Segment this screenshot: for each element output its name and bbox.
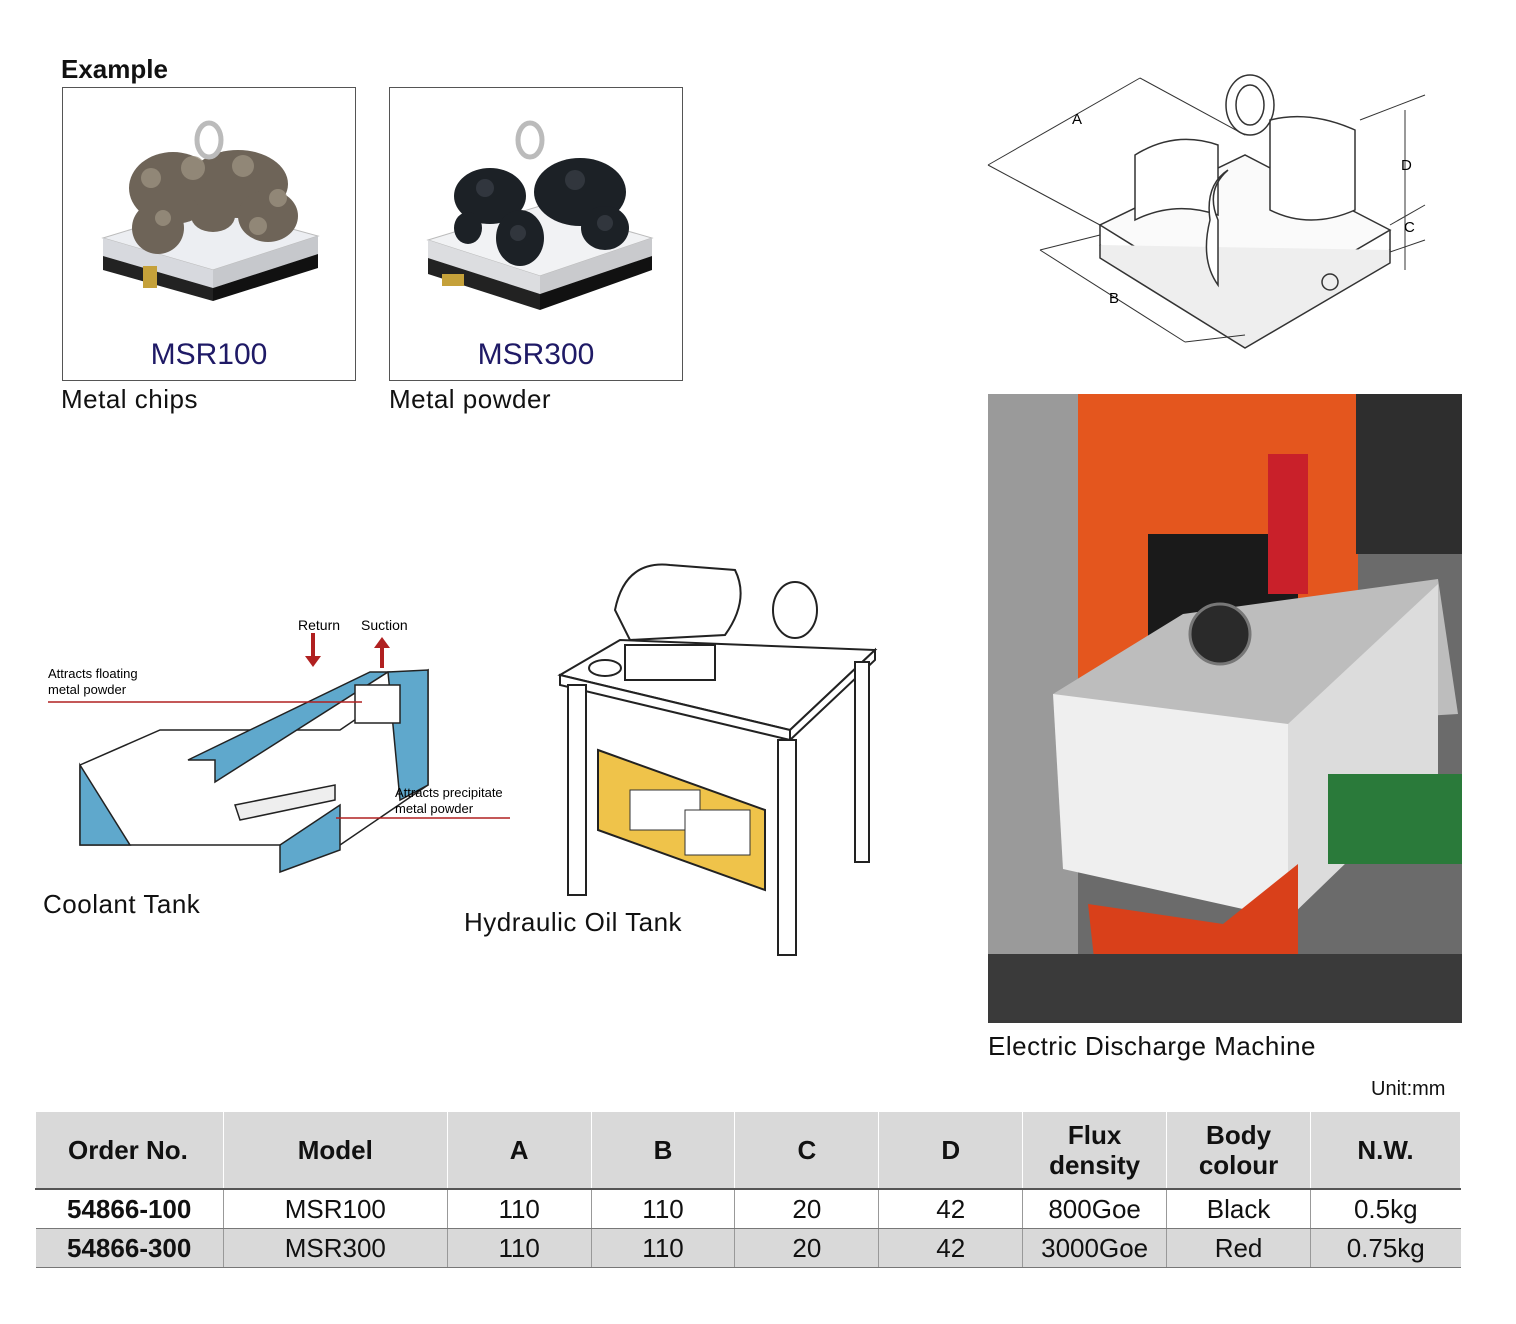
suction-label: Suction [361,617,408,633]
return-label: Return [298,617,340,633]
cell-a: 110 [446,1188,592,1229]
cell-nw: 0.5kg [1310,1188,1461,1229]
unit-label: Unit:mm [1371,1078,1446,1100]
cell-order-no: 54866-100 [35,1188,224,1229]
cell-flux: 3000Goe [1022,1228,1167,1268]
header-d: D [878,1112,1024,1189]
cell-b: 110 [590,1228,735,1268]
msr100-caption: Metal chips [61,384,198,414]
cell-b: 110 [590,1188,735,1229]
header-body-line1: Body [1206,1120,1272,1150]
cell-c: 20 [734,1188,879,1229]
header-b: B [590,1112,736,1189]
cell-c: 20 [734,1228,879,1268]
header-flux-line2: density [1049,1150,1141,1180]
edm-caption: Electric Discharge Machine [988,1031,1317,1061]
precip-label-1: Attracts precipitate [395,785,503,800]
precip-label-2: metal powder [395,801,474,816]
cell-model: MSR100 [222,1188,448,1229]
cell-nw: 0.75kg [1310,1228,1461,1268]
header-nw: N.W. [1310,1112,1461,1189]
example-heading: Example [61,54,168,84]
msr300-image [426,120,654,310]
header-body-line2: colour [1198,1150,1279,1180]
dim-label-c: C [1404,219,1415,236]
hydraulic-tank-diagram [557,563,878,956]
dimension-diagram: A B C D [987,74,1426,349]
floating-label-1: Attracts floating [48,666,138,681]
header-a: A [446,1112,592,1189]
cell-flux: 800Goe [1022,1188,1167,1229]
table-row: 54866-300 MSR300 110 110 20 42 3000Goe R… [35,1228,1461,1268]
header-c: C [734,1112,880,1189]
cell-colour: Black [1166,1188,1311,1229]
msr100-photo: MSR100 [62,87,356,381]
cell-d: 42 [878,1188,1023,1229]
dim-label-d: D [1401,157,1412,174]
header-flux-line1: Flux [1067,1120,1122,1150]
msr100-model-label: MSR100 [150,338,268,371]
floating-label-2: metal powder [48,682,127,697]
coolant-tank-diagram: Return Suction Attracts floating metal p… [48,617,510,874]
msr300-model-label: MSR300 [477,338,595,371]
msr300-photo: MSR300 [389,87,683,381]
cell-a: 110 [446,1228,592,1268]
msr100-image [101,120,320,301]
cell-colour: Red [1166,1228,1311,1268]
hydraulic-tank-caption: Hydraulic Oil Tank [464,907,683,937]
edm-photo [988,394,1462,1023]
table-row: 54866-100 MSR100 110 110 20 42 800Goe Bl… [35,1188,1461,1229]
cell-model: MSR300 [222,1228,448,1268]
dim-label-a: A [1072,111,1082,128]
cell-order-no: 54866-300 [35,1228,224,1268]
cell-d: 42 [878,1228,1023,1268]
header-order-no: Order No. [35,1112,224,1189]
coolant-tank-caption: Coolant Tank [43,889,201,919]
msr300-caption: Metal powder [389,384,552,414]
dim-label-b: B [1109,290,1119,307]
header-model: Model [222,1112,448,1189]
